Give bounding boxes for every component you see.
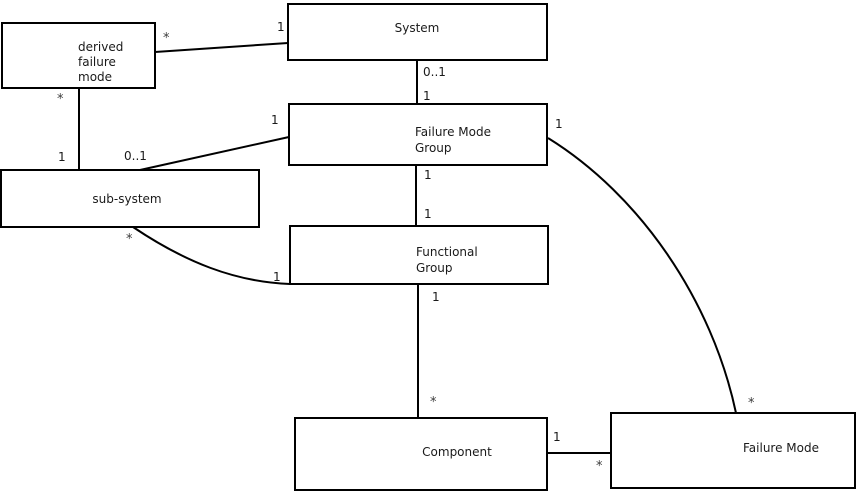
sub-system-label: sub-system [92,192,161,206]
mult-component-to-failure-mode-near: 1 [553,430,561,444]
mult-functional-group-to-component-near: 1 [432,290,440,304]
sub-system-rect[interactable] [0,169,260,228]
failure-mode-label: Failure Mode [743,441,819,455]
link-derived-failure-mode-to-system [154,42,289,53]
system-label: System [395,21,440,35]
mult-functional-group-to-component-far: * [430,395,437,410]
mult-sub-system-to-functional-group-near: * [126,232,133,247]
mult-derived-failure-mode-to-system-near: * [163,31,170,46]
derived-failure-mode-rect[interactable] [1,22,156,89]
link-sub-system-to-functional-group [132,226,291,285]
mult-component-to-failure-mode-far: * [596,459,603,474]
class-box-failure-mode-group[interactable]: Failure Mode Group [288,103,548,166]
class-box-sub-system[interactable]: sub-system [0,169,260,228]
class-box-failure-mode[interactable]: Failure Mode [610,412,856,489]
mult-failure-mode-group-to-failure-mode-near: 1 [555,117,563,131]
link-failure-mode-group-to-sub-system [139,136,290,171]
mult-failure-mode-group-to-functional-group-far: 1 [424,207,432,221]
mult-derived-failure-mode-to-sub-system-near: * [57,92,64,107]
mult-sub-system-to-functional-group-far: 1 [273,270,281,284]
functional-group-label-line2: Group [416,261,453,275]
mult-derived-failure-mode-to-system-far: 1 [277,20,285,34]
class-box-functional-group[interactable]: Functional Group [289,225,549,285]
failure-mode-group-rect[interactable] [288,103,548,166]
mult-failure-mode-group-to-sub-system-near: 1 [271,113,279,127]
mult-system-to-failure-mode-group-far: 1 [423,89,431,103]
mult-system-to-failure-mode-group-near: 0..1 [423,65,446,79]
component-rect[interactable] [294,417,548,491]
failure-mode-group-label-line2: Group [415,141,452,155]
failure-mode-group-label-line1: Failure Mode [415,125,491,139]
system-rect[interactable] [287,3,548,61]
class-box-component[interactable]: Component [294,417,548,491]
derived-failure-mode-label-line3: mode [78,70,112,84]
class-box-derived-failure-mode[interactable]: derived failure mode [1,22,156,89]
functional-group-label-line1: Functional [416,245,478,259]
component-label: Component [422,445,492,459]
mult-failure-mode-group-to-failure-mode-far: * [748,396,755,411]
failure-mode-rect[interactable] [610,412,856,489]
derived-failure-mode-label-line2: failure [78,55,116,69]
derived-failure-mode-label-line1: derived [78,40,123,54]
mult-derived-failure-mode-to-sub-system-far: 1 [58,150,66,164]
functional-group-rect[interactable] [289,225,549,285]
link-failure-mode-group-to-failure-mode [547,137,737,414]
mult-failure-mode-group-to-functional-group-near: 1 [424,168,432,182]
mult-failure-mode-group-to-sub-system-far: 0..1 [124,149,147,163]
class-box-system[interactable]: System [287,3,548,61]
